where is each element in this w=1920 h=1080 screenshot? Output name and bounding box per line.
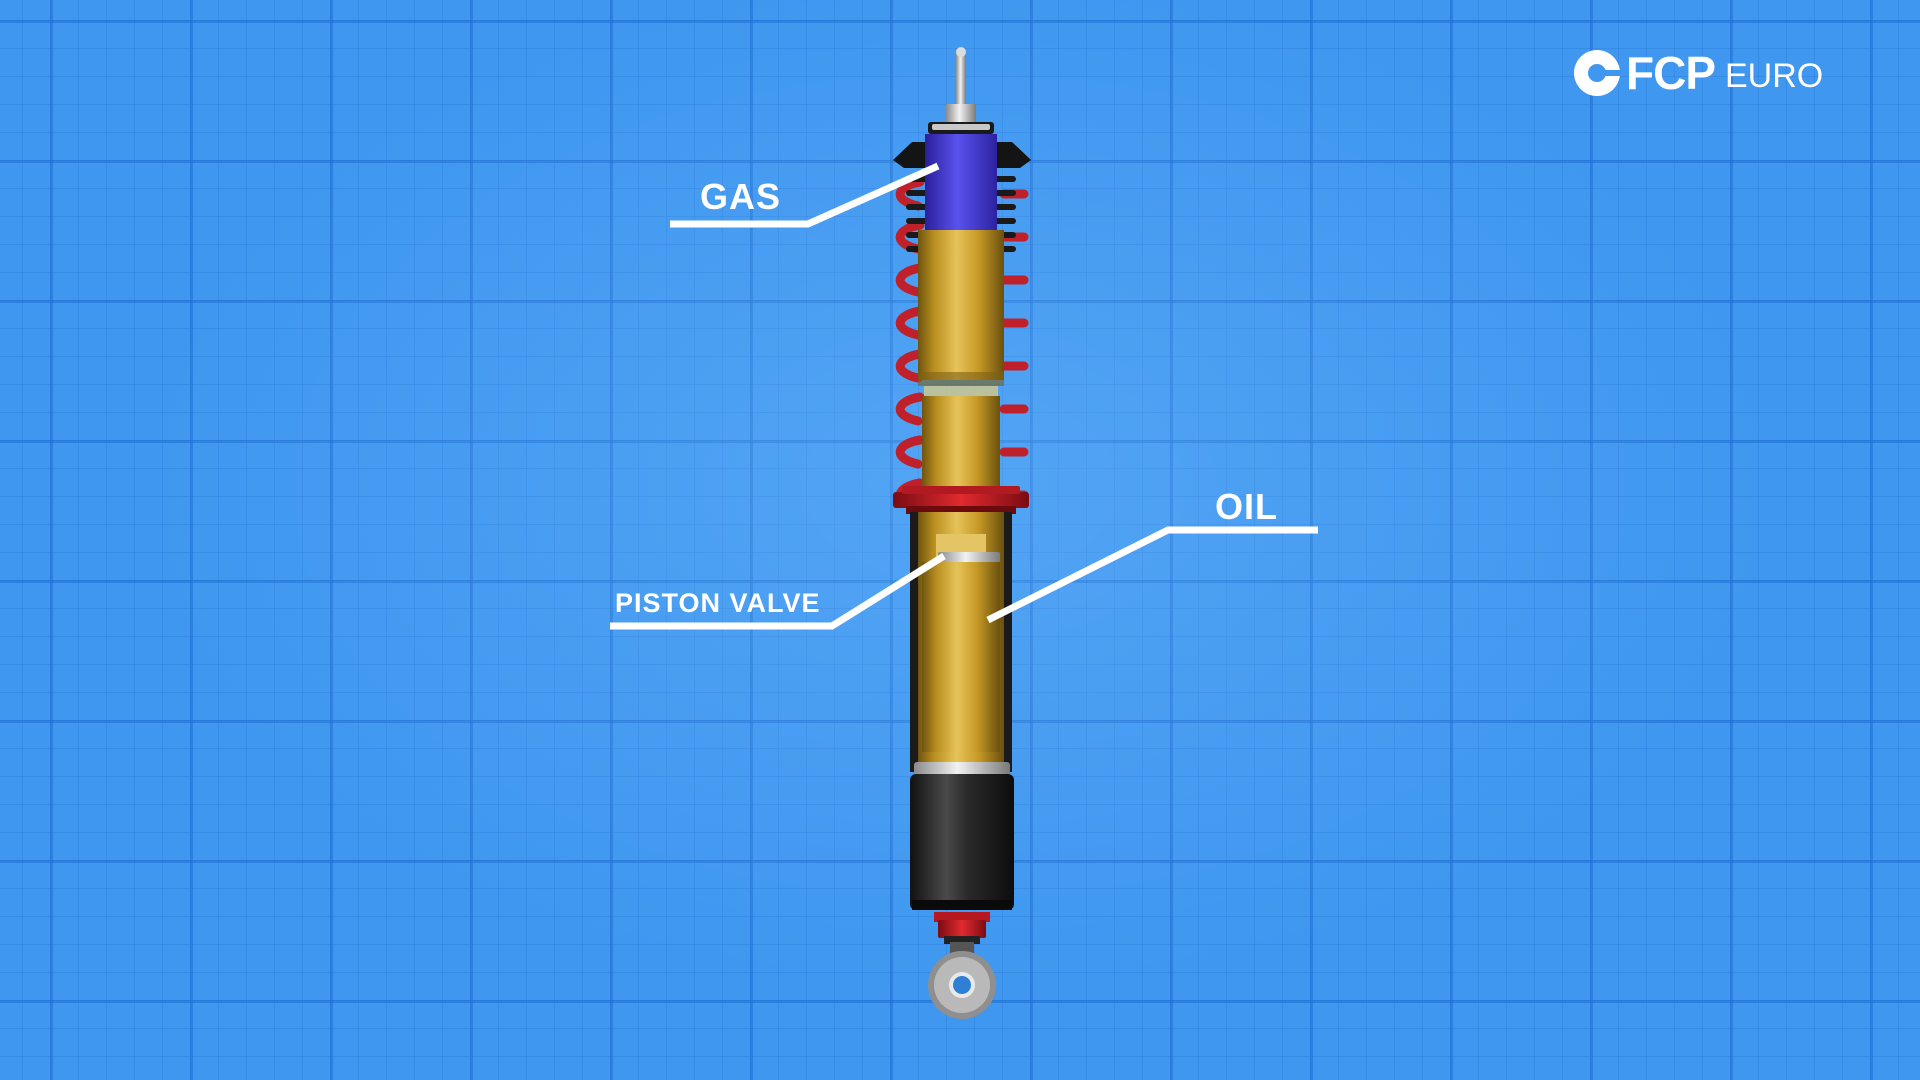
- oil-callout-line: [986, 526, 1318, 624]
- top-rod: [928, 47, 994, 134]
- piston-valve-label: PISTON VALVE: [615, 588, 821, 618]
- gas-chamber: [925, 134, 997, 230]
- piston-valve-callout-line: [610, 553, 946, 630]
- gas-label: GAS: [700, 176, 782, 217]
- spring-coil-left: [895, 349, 925, 383]
- logo-brand-light: EURO: [1725, 56, 1824, 95]
- outer-sleeve: [910, 512, 1012, 772]
- logo-brand-strong: FCP: [1626, 47, 1716, 99]
- spring-coil-left: [895, 306, 925, 340]
- gas-callout-line: [670, 162, 940, 228]
- bottom-eyelet: [928, 942, 996, 1019]
- spring-coil-left: [895, 435, 925, 469]
- bottom-adjuster: [934, 912, 990, 944]
- lower-housing: [910, 762, 1014, 910]
- upper-oil-body: [918, 230, 1004, 514]
- fcp-euro-logo-icon: [1574, 50, 1622, 96]
- oil-label: OIL: [1215, 486, 1278, 527]
- fcp-euro-logo: FCP EURO: [1572, 47, 1824, 99]
- spring-perch: [893, 486, 1029, 514]
- callout-lines: [610, 162, 1318, 630]
- spring-coil-left: [895, 263, 925, 297]
- spring-coil-left: [895, 392, 925, 426]
